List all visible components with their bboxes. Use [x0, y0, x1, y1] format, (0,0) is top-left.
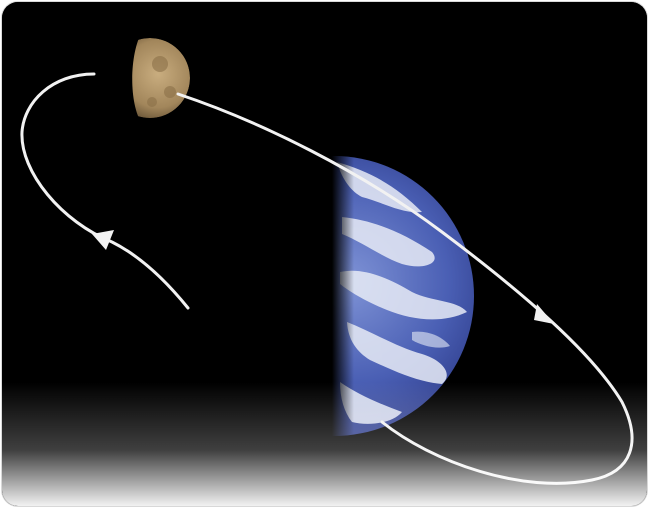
orbit-arrow-icon-right	[534, 304, 554, 324]
orbit-left-segment	[20, 72, 190, 310]
bottom-fade	[2, 382, 647, 506]
orbit-arrow-icon-left	[92, 230, 114, 250]
orbit-arrows	[92, 230, 554, 324]
earth	[332, 142, 474, 452]
moon	[110, 32, 190, 124]
